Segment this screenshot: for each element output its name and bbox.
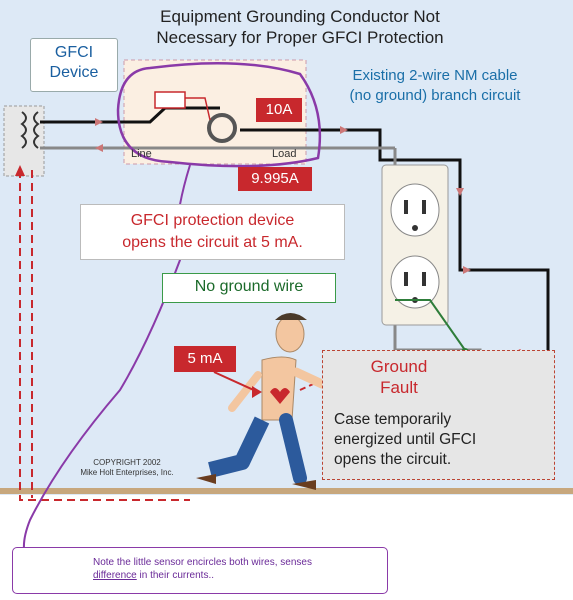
receptacle-outlet-bottom <box>390 255 440 309</box>
person-legs <box>208 416 270 478</box>
person-arm <box>291 367 327 389</box>
ground-fault-panel <box>322 350 555 480</box>
gfci-label-line: Device <box>49 64 99 81</box>
case-energized-text: Case temporarily energized until GFCI op… <box>334 410 544 470</box>
no-ground-callout: No ground wire <box>162 273 336 303</box>
note-emphasis: difference <box>93 570 137 581</box>
cable-label-line: Existing 2-wire NM cable <box>352 67 518 84</box>
current-arrow <box>463 266 471 274</box>
case-text-line: Case temporarily <box>334 411 452 428</box>
transformer-box <box>3 105 45 177</box>
floor <box>0 488 573 494</box>
ground-fault-title: Ground Fault <box>354 356 444 398</box>
protection-line: opens the circuit at 5 mA. <box>122 234 303 251</box>
protection-callout: GFCI protection device opens the circuit… <box>80 204 345 260</box>
trip-relay <box>154 91 186 109</box>
current-arrow <box>95 144 103 152</box>
protection-line: GFCI protection device <box>130 212 295 229</box>
line-terminal-label: Line <box>131 148 152 160</box>
cable-label: Existing 2-wire NM cable (no ground) bra… <box>300 66 570 106</box>
transformer-coil-primary <box>20 111 27 149</box>
load-terminal-label: Load <box>272 148 297 160</box>
copyright-line: Mike Holt Enterprises, Inc. <box>80 468 174 477</box>
gfci-label-line: GFCI <box>54 44 94 61</box>
ground-path <box>395 299 466 351</box>
case-text-line: energized until GFCI <box>334 431 477 448</box>
case-text-line: opens the circuit. <box>334 451 452 468</box>
current-arrow <box>95 118 103 126</box>
gfci-device-label: GFCI Device <box>30 38 118 92</box>
receptacle-outlet-top <box>390 183 440 237</box>
title-line: Equipment Grounding Conductor Not <box>160 7 440 26</box>
annotation-circle <box>116 61 322 168</box>
cable-label-line: (no ground) branch circuit <box>349 87 521 104</box>
title-line: Necessary for Proper GFCI Protection <box>156 28 444 47</box>
diagram-title: Equipment Grounding Conductor Not Necess… <box>90 6 510 48</box>
sensor-ring <box>207 113 237 143</box>
leak-current-badge: 5 mA <box>174 346 236 372</box>
copyright-notice: COPYRIGHT 2002 Mike Holt Enterprises, In… <box>72 458 182 478</box>
current-arrow <box>340 126 348 134</box>
note-text: in their currents.. <box>136 570 215 581</box>
copyright-line: COPYRIGHT 2002 <box>93 458 161 467</box>
hot-to-fault <box>458 160 550 380</box>
current-out-badge: 9.995A <box>238 167 312 191</box>
person-head <box>275 315 305 353</box>
transformer-coil-secondary <box>33 111 40 149</box>
current-in-badge: 10A <box>256 98 302 122</box>
ground-fault-line: Ground <box>370 357 428 376</box>
fault-return-path <box>19 170 190 501</box>
note-text: Note the little sensor encircles both wi… <box>93 557 312 568</box>
current-arrow <box>456 188 464 196</box>
ground-fault-line: Fault <box>380 378 418 397</box>
person-torso <box>261 356 297 421</box>
annotation-note: Note the little sensor encircles both wi… <box>12 547 388 594</box>
heart-icon <box>270 388 290 404</box>
